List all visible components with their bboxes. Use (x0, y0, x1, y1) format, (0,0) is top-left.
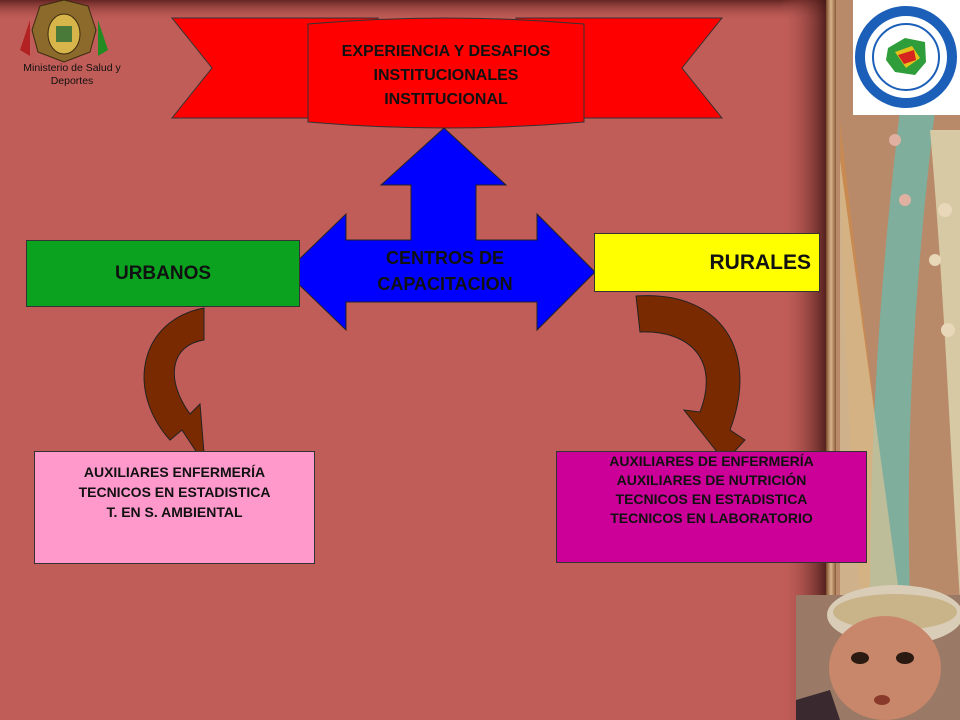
list-item: TECNICOS EN ESTADISTICA (615, 491, 808, 507)
center-line: CENTROS DE (385, 248, 504, 268)
list-item: TECNICOS EN LABORATORIO (610, 510, 813, 526)
banner-line: EXPERIENCIA Y DESAFIOS (341, 43, 551, 60)
rurales-label: RURALES (709, 250, 811, 274)
list-item: T. EN S. AMBIENTAL (106, 504, 243, 520)
banner-line: INSTITUCIONALES (373, 67, 519, 84)
list-item: AUXILIARES ENFERMERÍA (83, 464, 266, 480)
curved-arrow-urbanos (143, 307, 206, 466)
top-shadow (0, 0, 830, 22)
school-seal-logo (853, 0, 960, 115)
center-three-way-arrow (285, 127, 596, 332)
urbanos-programs-box: AUXILIARES ENFERMERÍA TECNICOS EN ESTADI… (34, 451, 315, 564)
rurales-programs-box: AUXILIARES DE ENFERMERÍA AUXILIARES DE N… (556, 451, 867, 563)
banner-ribbon (170, 17, 724, 129)
coat-of-arms-logo (20, 0, 108, 63)
list-item: AUXILIARES DE ENFERMERÍA (609, 453, 814, 469)
banner-line: INSTITUCIONAL (384, 91, 508, 108)
urbanos-box: URBANOS (26, 240, 300, 307)
ministry-label: Ministerio de Salud y Deportes (23, 62, 121, 87)
rurales-box: RURALES (594, 233, 820, 292)
urbanos-label: URBANOS (114, 262, 212, 284)
center-line: CAPACITACION (377, 274, 513, 294)
curved-arrow-rurales (635, 295, 746, 463)
banner-title: EXPERIENCIA Y DESAFIOS INSTITUCIONALES I… (308, 40, 584, 112)
center-label: CENTROS DE CAPACITACION (330, 245, 560, 297)
list-item: TECNICOS EN ESTADISTICA (78, 484, 271, 500)
child-photo (796, 585, 960, 720)
list-item: AUXILIARES DE NUTRICIÓN (616, 472, 807, 488)
